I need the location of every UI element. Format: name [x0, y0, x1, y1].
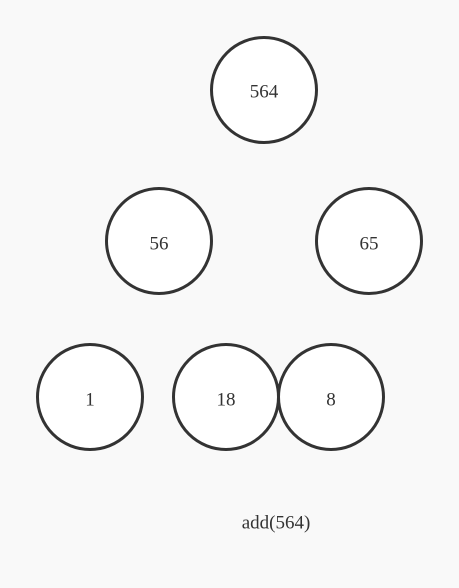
node-level2-left: 56 — [105, 187, 213, 295]
node-label: 65 — [360, 234, 379, 255]
node-root: 564 — [210, 36, 318, 144]
node-label: 564 — [250, 82, 279, 103]
node-label: 1 — [85, 390, 95, 411]
node-level3-second: 18 — [172, 343, 280, 451]
node-circle — [277, 343, 385, 451]
node-level3-third: 8 — [277, 343, 385, 451]
node-label: 18 — [217, 390, 236, 411]
operation-caption: add(564) — [242, 513, 311, 534]
node-label: 8 — [326, 390, 336, 411]
node-level2-right: 65 — [315, 187, 423, 295]
node-label: 56 — [150, 234, 169, 255]
node-circle — [315, 187, 423, 295]
node-level3-first: 1 — [36, 343, 144, 451]
node-circle — [210, 36, 318, 144]
node-circle — [105, 187, 213, 295]
node-circle — [36, 343, 144, 451]
